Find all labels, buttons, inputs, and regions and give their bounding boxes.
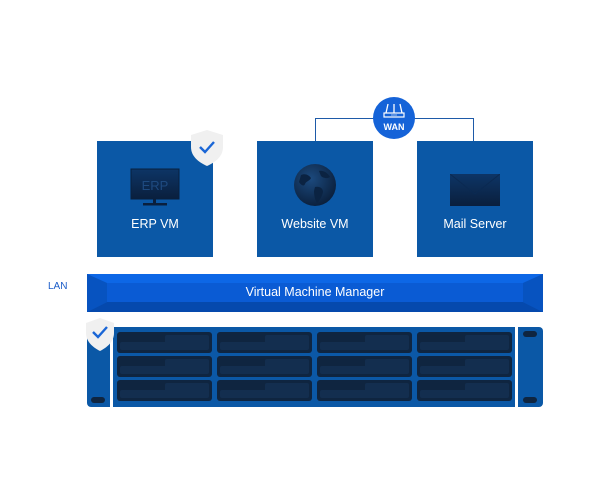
wan-router-badge: WAN [373, 97, 415, 139]
drive-bay [117, 332, 212, 353]
nas-handle [523, 331, 537, 337]
drive-bay [317, 332, 412, 353]
bar-bevel [87, 274, 543, 312]
drive-bay-slot [320, 366, 409, 374]
nas-handle [523, 397, 537, 403]
monitor-screen-text: ERP [142, 178, 169, 193]
drive-bay-tab [165, 335, 209, 345]
wan-line-right-vertical [473, 118, 474, 141]
drive-bay-tab [465, 383, 509, 393]
wan-line-left-vertical [315, 118, 316, 141]
nas-drive-bays [113, 327, 515, 407]
router-icon [383, 103, 405, 118]
drive-bay-slot [420, 342, 509, 350]
shield-check-icon [86, 318, 114, 351]
wan-label: WAN [383, 122, 405, 132]
drive-bay-slot [320, 390, 409, 398]
drive-bay-tab [165, 359, 209, 369]
nas-storage-unit [87, 327, 543, 407]
vm-label-website: Website VM [281, 217, 349, 231]
drive-bay-tab [365, 383, 409, 393]
vm-box-website[interactable]: Website VM [257, 141, 373, 257]
drive-bay-tab [265, 383, 309, 393]
drive-bay-tab [165, 383, 209, 393]
drive-bay [317, 380, 412, 401]
drive-bay-slot [420, 366, 509, 374]
vm-label-erp: ERP VM [131, 217, 179, 231]
drive-bay-slot [120, 390, 209, 398]
drive-bay [417, 356, 512, 377]
drive-bay-slot [220, 366, 309, 374]
lan-label: LAN [48, 281, 68, 292]
drive-bay-slot [220, 342, 309, 350]
nas-handle [91, 397, 105, 403]
drive-bay-slot [220, 390, 309, 398]
drive-bay [217, 380, 312, 401]
monitor-icon: ERP [130, 168, 180, 206]
vm-box-mail-server[interactable]: Mail Server [417, 141, 533, 257]
drive-bay-tab [465, 359, 509, 369]
drive-bay [217, 332, 312, 353]
drive-bay [217, 356, 312, 377]
drive-bay [317, 356, 412, 377]
drive-bay-slot [320, 342, 409, 350]
drive-bay-slot [120, 342, 209, 350]
nas-right-ear [518, 327, 543, 407]
drive-bay-slot [120, 366, 209, 374]
vmm-label: Virtual Machine Manager [245, 285, 385, 299]
virtual-machine-manager-bar[interactable]: Virtual Machine Manager [87, 274, 543, 312]
envelope-icon [450, 174, 500, 206]
vm-label-mail-server: Mail Server [443, 217, 507, 231]
vm-box-erp[interactable]: ERP ERP VM [97, 141, 213, 257]
drive-bay [417, 332, 512, 353]
drive-bay-tab [265, 359, 309, 369]
drive-bay [117, 380, 212, 401]
shield-check-icon [191, 130, 223, 166]
drive-bay [417, 380, 512, 401]
globe-icon [294, 164, 336, 206]
drive-bay-tab [465, 335, 509, 345]
drive-bay-tab [365, 335, 409, 345]
drive-bay-tab [365, 359, 409, 369]
drive-bay-tab [265, 335, 309, 345]
drive-bay [117, 356, 212, 377]
drive-bay-slot [420, 390, 509, 398]
